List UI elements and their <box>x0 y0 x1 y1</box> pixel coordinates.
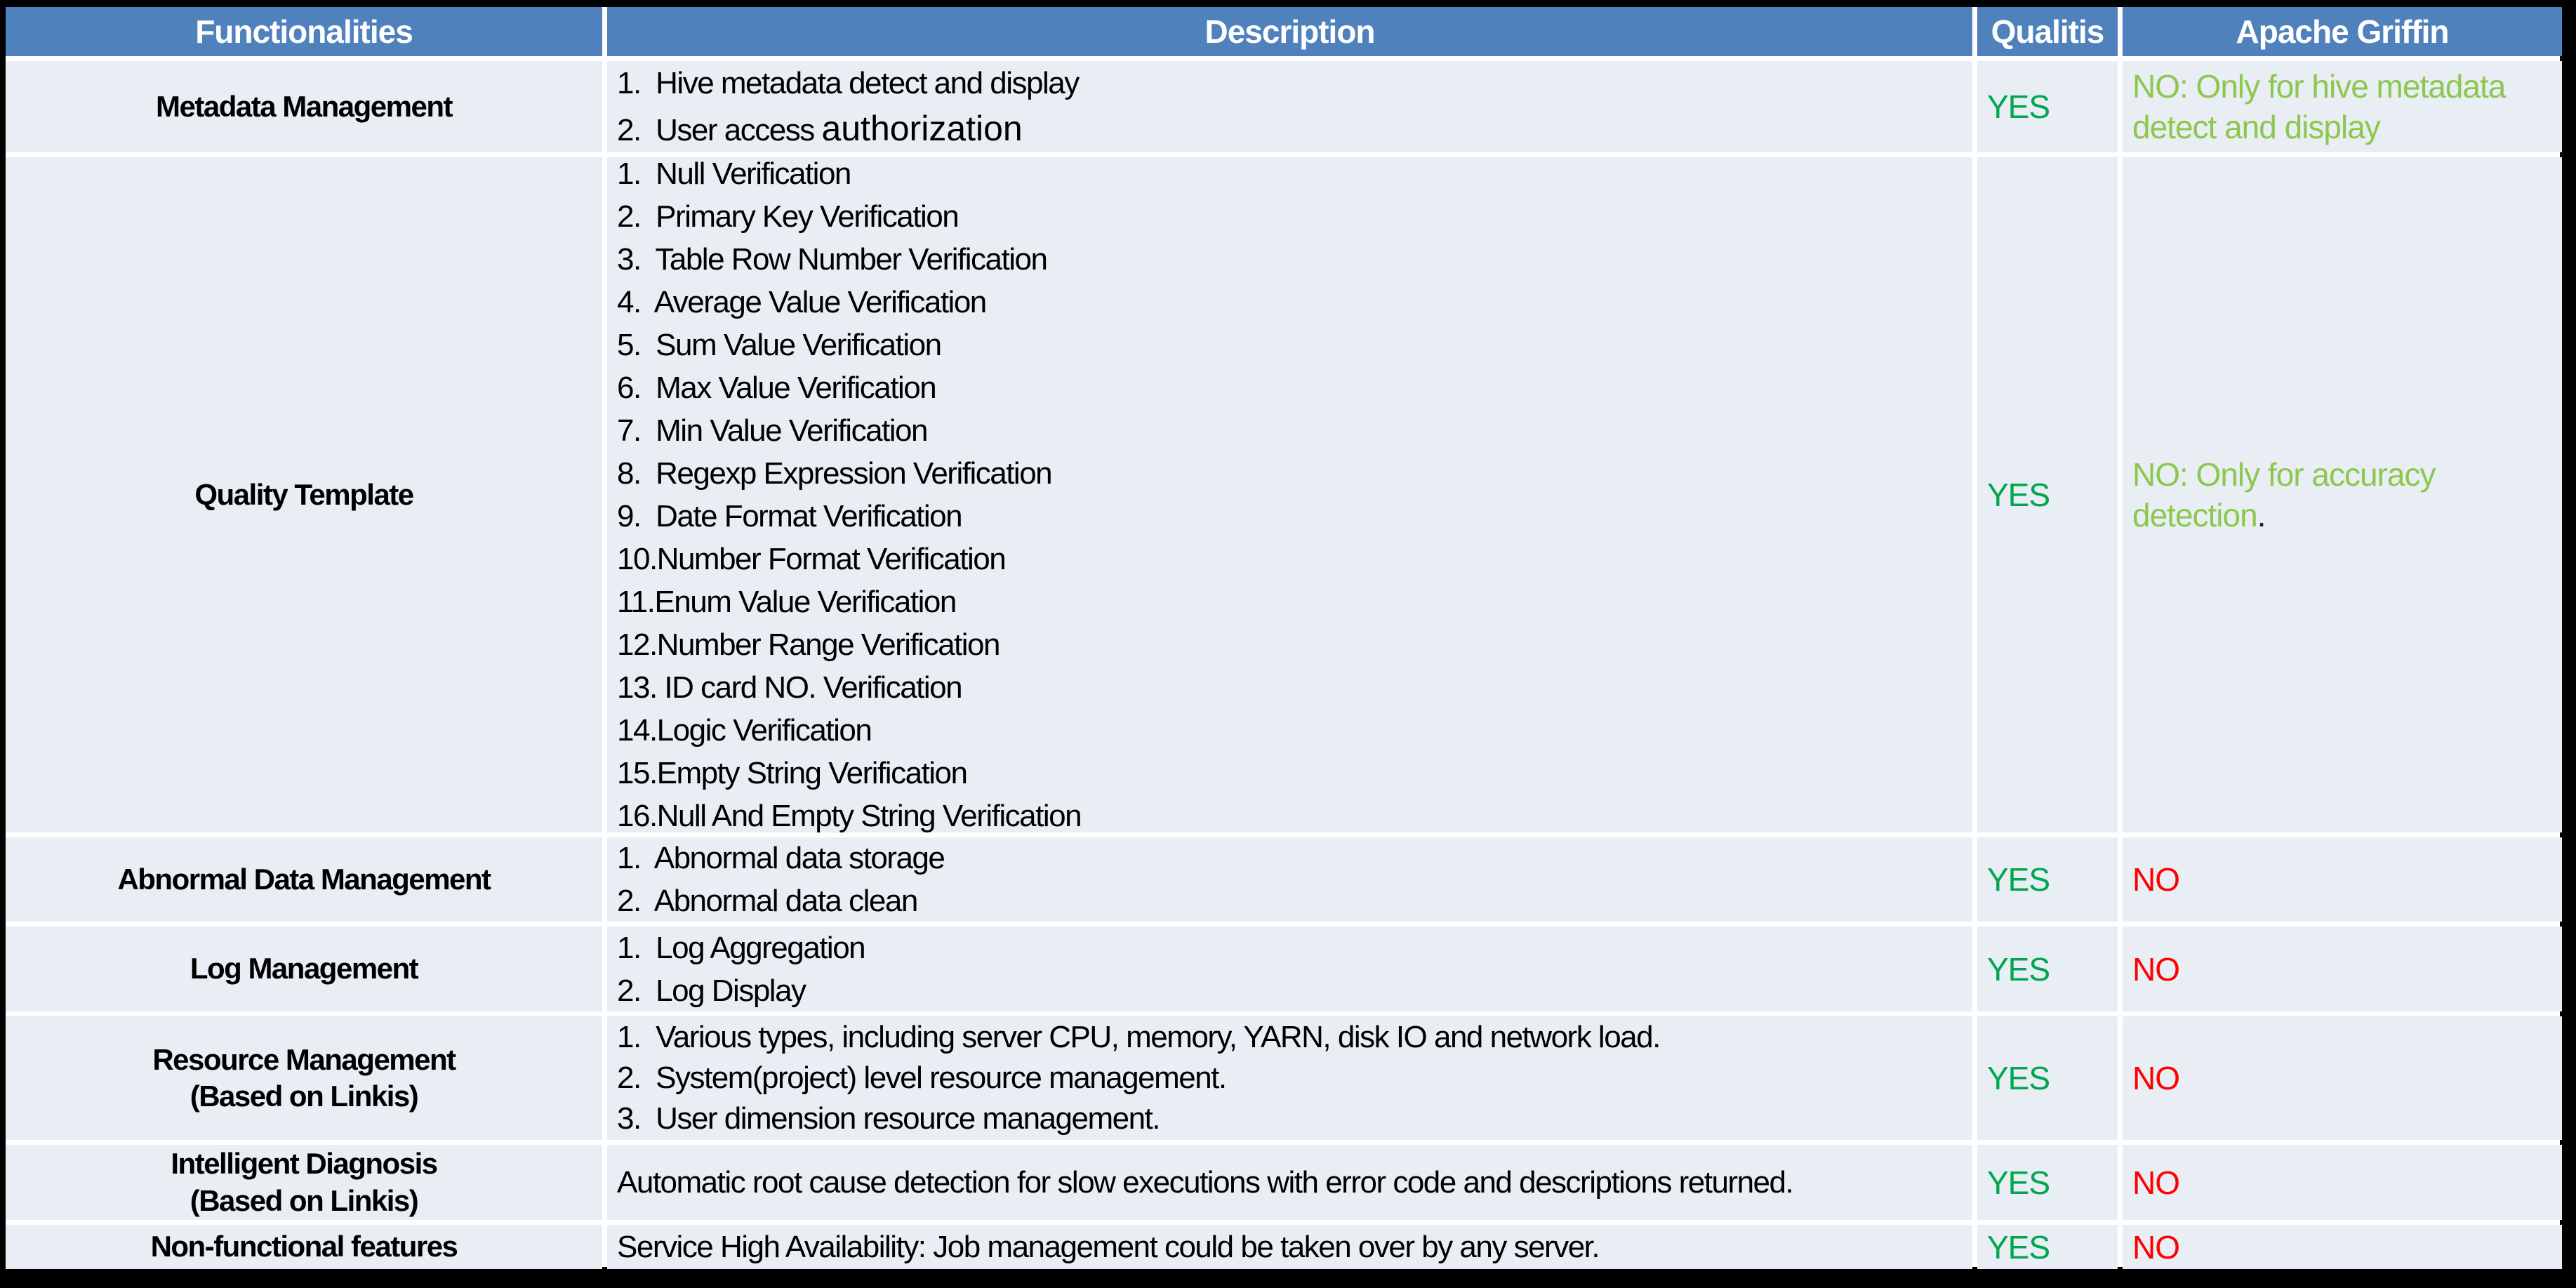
column-header-apache-griffin: Apache Griffin <box>2123 7 2562 56</box>
description-line: 12.Number Range Verification <box>617 628 1001 662</box>
functionality-log-management: Log Management <box>6 927 602 1011</box>
functionality-intelligent-diagnosis: Intelligent Diagnosis (Based on Linkis) <box>6 1145 602 1220</box>
description-line: 1. Null Verification <box>617 157 851 191</box>
functionality-abnormal-data-management: Abnormal Data Management <box>6 837 602 922</box>
description-line: 11.Enum Value Verification <box>617 585 957 619</box>
apache-griffin-value: NO <box>2123 1225 2562 1269</box>
description-line: 1. Log Aggregation <box>617 930 866 965</box>
description-line: 1. Abnormal data storage <box>617 841 945 875</box>
apache-griffin-text: NO: Only for accuracy detection. <box>2132 454 2551 536</box>
description-line: 3. Table Row Number Verification <box>617 242 1048 277</box>
description-abnormal-data-management: 1. Abnormal data storage 2. Abnormal data… <box>607 837 1972 922</box>
description-resource-management: 1. Various types, including server CPU, … <box>607 1016 1972 1140</box>
functionality-sublabel: (Based on Linkis) <box>190 1183 419 1217</box>
functionality-metadata-management: Metadata Management <box>6 61 602 152</box>
description-line: 1. Various types, including server CPU, … <box>617 1020 1661 1054</box>
description-line-prefix: 2. User access <box>617 112 822 147</box>
description-line: 15.Empty String Verification <box>617 756 968 790</box>
qualitis-value: YES <box>1977 1016 2118 1140</box>
apache-griffin-text: NO: Only for hive metadata detect and di… <box>2132 68 2506 145</box>
apache-griffin-value: NO <box>2123 1016 2562 1140</box>
apache-griffin-value: NO: Only for accuracy detection. <box>2123 157 2562 832</box>
description-log-management: 1. Log Aggregation 2. Log Display <box>607 927 1972 1011</box>
functionality-resource-management: Resource Management (Based on Linkis) <box>6 1016 602 1140</box>
comparison-table: Functionalities Description Qualitis Apa… <box>6 7 2562 1269</box>
apache-griffin-text: NO <box>2132 1060 2180 1096</box>
functionality-sublabel: (Based on Linkis) <box>190 1080 419 1113</box>
description-non-functional-features: Service High Availability: Job managemen… <box>607 1225 1972 1269</box>
description-line: 8. Regexp Expression Verification <box>617 456 1053 491</box>
description-line: 2. System(project) level resource manage… <box>617 1061 1227 1095</box>
functionality-non-functional-features: Non-functional features <box>6 1225 602 1269</box>
description-line: 1. Hive metadata detect and display <box>617 65 1080 100</box>
description-line: 16.Null And Empty String Verification <box>617 799 1082 832</box>
column-header-description: Description <box>607 7 1972 56</box>
functionality-label: Resource Management <box>152 1042 456 1076</box>
apache-griffin-text: NO <box>2132 1164 2180 1201</box>
column-header-functionalities: Functionalities <box>6 7 602 56</box>
apache-griffin-value: NO: Only for hive metadata detect and di… <box>2123 61 2562 152</box>
description-line: 3. User dimension resource management. <box>617 1101 1161 1136</box>
description-line: 6. Max Value Verification <box>617 371 937 405</box>
description-line: 2. Log Display <box>617 973 806 1008</box>
qualitis-value: YES <box>1977 837 2118 922</box>
description-metadata-management: 1. Hive metadata detect and display 2. U… <box>607 61 1972 152</box>
qualitis-value: YES <box>1977 61 2118 152</box>
description-line: 5. Sum Value Verification <box>617 328 942 362</box>
qualitis-value: YES <box>1977 157 2118 832</box>
qualitis-value: YES <box>1977 1145 2118 1220</box>
qualitis-value: YES <box>1977 1225 2118 1269</box>
apache-griffin-text: NO <box>2132 1228 2180 1266</box>
description-line-special-word: authorization <box>821 108 1023 148</box>
functionality-label: Intelligent Diagnosis <box>171 1147 438 1180</box>
description-paragraph: Service High Availability: Job managemen… <box>617 1229 1600 1264</box>
description-line: 2. Abnormal data clean <box>617 884 918 918</box>
description-quality-template: 1. Null Verification 2. Primary Key Verif… <box>607 157 1972 832</box>
apache-griffin-text-green: NO: Only for accuracy detection <box>2132 456 2436 533</box>
apache-griffin-value: NO <box>2123 837 2562 922</box>
description-line: 14.Logic Verification <box>617 713 872 748</box>
description-paragraph: Automatic root cause detection for slow … <box>617 1164 1794 1200</box>
apache-griffin-value: NO <box>2123 927 2562 1011</box>
apache-griffin-text: NO <box>2132 861 2180 898</box>
apache-griffin-text: NO <box>2132 950 2180 988</box>
qualitis-value: YES <box>1977 927 2118 1011</box>
description-line: 4. Average Value Verification <box>617 285 987 319</box>
functionality-quality-template: Quality Template <box>6 157 602 832</box>
description-line: 7. Min Value Verification <box>617 413 929 448</box>
column-header-qualitis: Qualitis <box>1977 7 2118 56</box>
description-line: 9. Date Format Verification <box>617 499 963 533</box>
description-line: 13. ID card NO. Verification <box>617 670 963 705</box>
description-line: 10.Number Format Verification <box>617 542 1007 576</box>
description-line: 2. User access authorization <box>617 106 1023 153</box>
apache-griffin-value: NO <box>2123 1145 2562 1220</box>
apache-griffin-period: . <box>2257 497 2266 533</box>
description-line: 2. Primary Key Verification <box>617 199 960 234</box>
description-intelligent-diagnosis: Automatic root cause detection for slow … <box>607 1145 1972 1220</box>
